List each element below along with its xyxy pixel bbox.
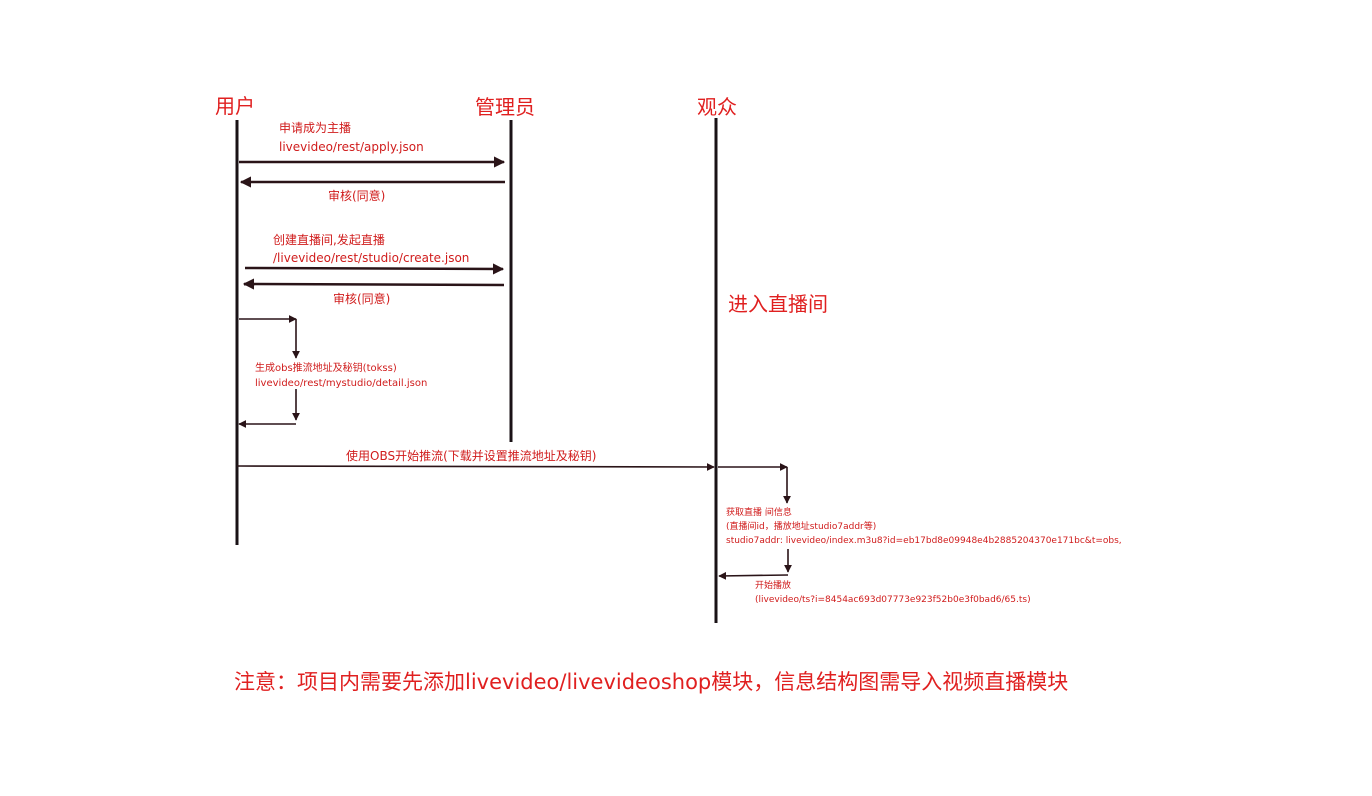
create-label-2: /livevideo/rest/studio/create.json	[273, 251, 469, 265]
actor-user-label: 用户	[215, 94, 255, 118]
note-text: 注意：项目内需要先添加livevideo/livevideoshop模块，信息结…	[234, 670, 1068, 694]
play-return-arrow	[718, 571, 789, 580]
create-arrow	[244, 263, 505, 275]
info-label-2: (直播间id，播放地址studio7addr等)	[726, 520, 876, 532]
info-label-3: studio7addr: livevideo/index.m3u8?id=eb1…	[726, 536, 1122, 546]
obs-label-2: livevideo/rest/mystudio/detail.json	[255, 378, 427, 389]
review-arrow-2	[242, 278, 505, 290]
create-label-1: 创建直播间,发起直播	[273, 232, 385, 247]
obs-label-1: 生成obs推流地址及秘钥(tokss)	[255, 361, 397, 374]
apply-label-2: livevideo/rest/apply.json	[279, 140, 424, 154]
actor-audience-label: 观众	[697, 95, 737, 119]
play-label-2: (livevideo/ts?i=8454ac693d07773e923f52b0…	[755, 595, 1031, 605]
push-label: 使用OBS开始推流(下载并设置推流地址及秘钥)	[346, 448, 596, 463]
review-label-2: 审核(同意)	[333, 291, 390, 306]
review-label-1: 审核(同意)	[328, 188, 385, 203]
enter-room-label: 进入直播间	[728, 292, 828, 316]
push-arrow	[236, 462, 715, 471]
info-label-1: 获取直播 间信息	[726, 506, 792, 518]
apply-label-1: 申请成为主播	[279, 121, 351, 135]
actor-admin-label: 管理员	[475, 95, 535, 119]
play-label-1: 开始播放	[755, 579, 791, 591]
